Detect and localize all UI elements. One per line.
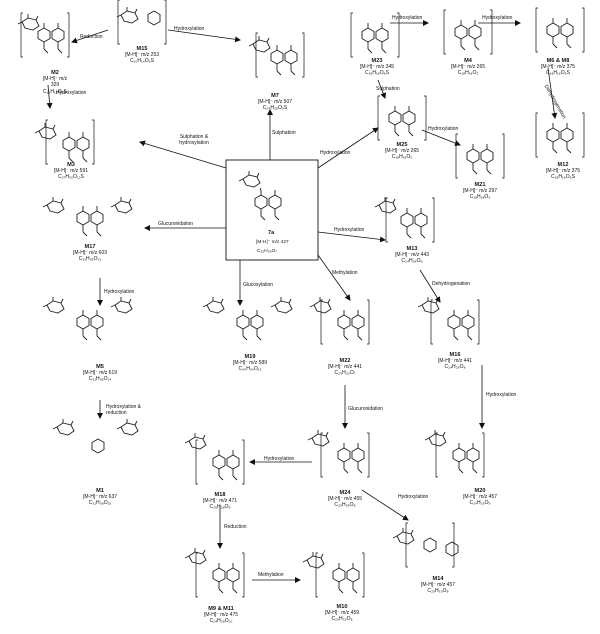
label-m22: M22 [M-H]⁻ m/z 441 C₂₅H₃₀O₇	[327, 358, 363, 377]
rx-dehydrogenation-m16: Dehydrogenation	[432, 281, 471, 287]
label-m25: M25 [M-H]⁻ m/z 265 C₁₈H₁₈O₂	[384, 142, 420, 161]
rx-hydroxylation-m23-m4: Hydroxylation	[392, 15, 423, 21]
label-m6m8: M6 & M8 [M-H]⁻ m/z 375 C₁₈H₁₆O₆S	[540, 58, 576, 77]
label-m16: M16 [M-H]⁻ m/z 441 C₂₄H₂₆O₈	[437, 352, 473, 371]
parent-mz: [M-H]⁻ m/z 427	[256, 239, 289, 245]
rx-sulphation-hydroxylation: Sulphation & hydroxylation	[179, 134, 209, 146]
label-m17: M17 [M-H]⁻ m/z 603 C₃₁H₃₆O₁₃	[72, 244, 108, 263]
label-m15: M15 [M-H]⁻ m/z 253 C₁₀H₁₄O₆S	[124, 46, 160, 65]
rx-hydroxylation-7a-m25: Hydroxylation	[320, 150, 351, 156]
rx-hydroxylation-m25-m21: Hydroxylation	[428, 126, 459, 132]
label-m10: M10 [M-H]⁻ m/z 459 C₂₅H₃₂O₈	[324, 604, 360, 623]
label-m18: M18 [M-H]⁻ m/z 471 C₂₅H₂₈O₉	[202, 492, 238, 511]
rx-hydroxylation-m15-m7: Hydroxylation	[174, 26, 205, 32]
rx-methylation-m10: Methylation	[258, 572, 284, 578]
rx-hydroxylation-m16-m20: Hydroxylation	[486, 392, 517, 398]
parent-compound-box	[225, 159, 319, 261]
label-m7: M7 [M-H]⁻ m/z 507 C₂₄H₂₈O₉S	[257, 93, 293, 112]
rx-glucuronidation-m17: Glucuronidation	[158, 221, 194, 227]
rx-sulphation-7a-m7: Sulphation	[272, 130, 296, 136]
label-m9m11: M9 & M11 [M-H]⁻ m/z 475 C₂₄H₂₈O₁₀	[203, 606, 239, 625]
label-m24: M24 [M-H]⁻ m/z 455 C₂₅H₂₈O₈	[327, 490, 363, 509]
rx-hydroxylation-m24-m14: Hydroxylation	[398, 494, 429, 500]
label-m14: M14 [M-H]⁻ m/z 457 C₂₅H₃₀O₈	[420, 576, 456, 595]
rx-glucuronidation-m24: Glucuronidation	[348, 406, 384, 412]
rx-glucosylation-m19: Glucosylation	[243, 282, 274, 288]
rx-hydroxylation-m2-m3: Hydroxylation	[56, 90, 87, 96]
rx-reduction-top: Reduction	[80, 34, 103, 40]
label-m20: M20 [M-H]⁻ m/z 457 C₂₄H₂₆O₉	[462, 488, 498, 507]
label-m12: M12 [M-H]⁻ m/z 375 C₁₈H₁₆O₆S	[545, 162, 581, 181]
label-m21: M21 [M-H]⁻ m/z 297 C₁₈H₁₈O₄	[462, 182, 498, 201]
label-m19: M19 [M-H]⁻ m/z 589 C₃₀H₃₄O₁₃	[232, 354, 268, 373]
rx-hydroxylation-m17-m5: Hydroxylation	[104, 289, 135, 295]
rx-dehydrogenation-m12: Dehydrogenation	[542, 84, 568, 120]
label-m5: M5 [M-H]⁻ m/z 619 C₃₁H₃₆O₁₄	[82, 364, 118, 383]
parent-id: 7a	[268, 230, 275, 236]
rx-reduction-m18-m9: Reduction	[224, 524, 247, 530]
reaction-arrows	[46, 20, 558, 583]
parent-structure	[238, 170, 281, 220]
rx-methylation-m22: Methylation	[332, 270, 358, 276]
label-m4: M4 [M-H]⁻ m/z 265 C₁₈H₁₈O₂	[450, 58, 486, 77]
rx-hydroxylation-m24-m18: Hydroxylation	[264, 456, 295, 462]
rx-hydroxylation-m4-m6: Hydroxylation	[482, 15, 513, 21]
label-m1: M1 [M-H]⁻ m/z 637 C₃₁H₃₈O₁₅	[82, 488, 118, 507]
label-m3: M3 [M-H]⁻ m/z 591 C₂₇H₃₂O₁₂S	[53, 162, 89, 181]
label-m13: M13 [M-H]⁻ m/z 443 C₂₄H₂₈O₈	[394, 246, 430, 265]
rx-hydroxylation-7a-m13: Hydroxylation	[334, 227, 365, 233]
rx-sulphation-m25: Sulphation	[376, 86, 400, 92]
label-m23: M23 [M-H]⁻ m/z 345 C₁₈H₁₈O₆S	[359, 58, 395, 77]
label-m2: M2 [M-H]⁻ m/z 329 C₁₈H₁₈O₅S	[42, 70, 68, 95]
parent-formula: C₂₅H₂₈O₇	[257, 248, 277, 254]
parent-labels: 7a [M-H]⁻ m/z 427 C₂₅H₂₈O₇	[256, 230, 289, 254]
rx-hydroxylation-reduction: Hydroxylation & reduction	[106, 404, 142, 416]
